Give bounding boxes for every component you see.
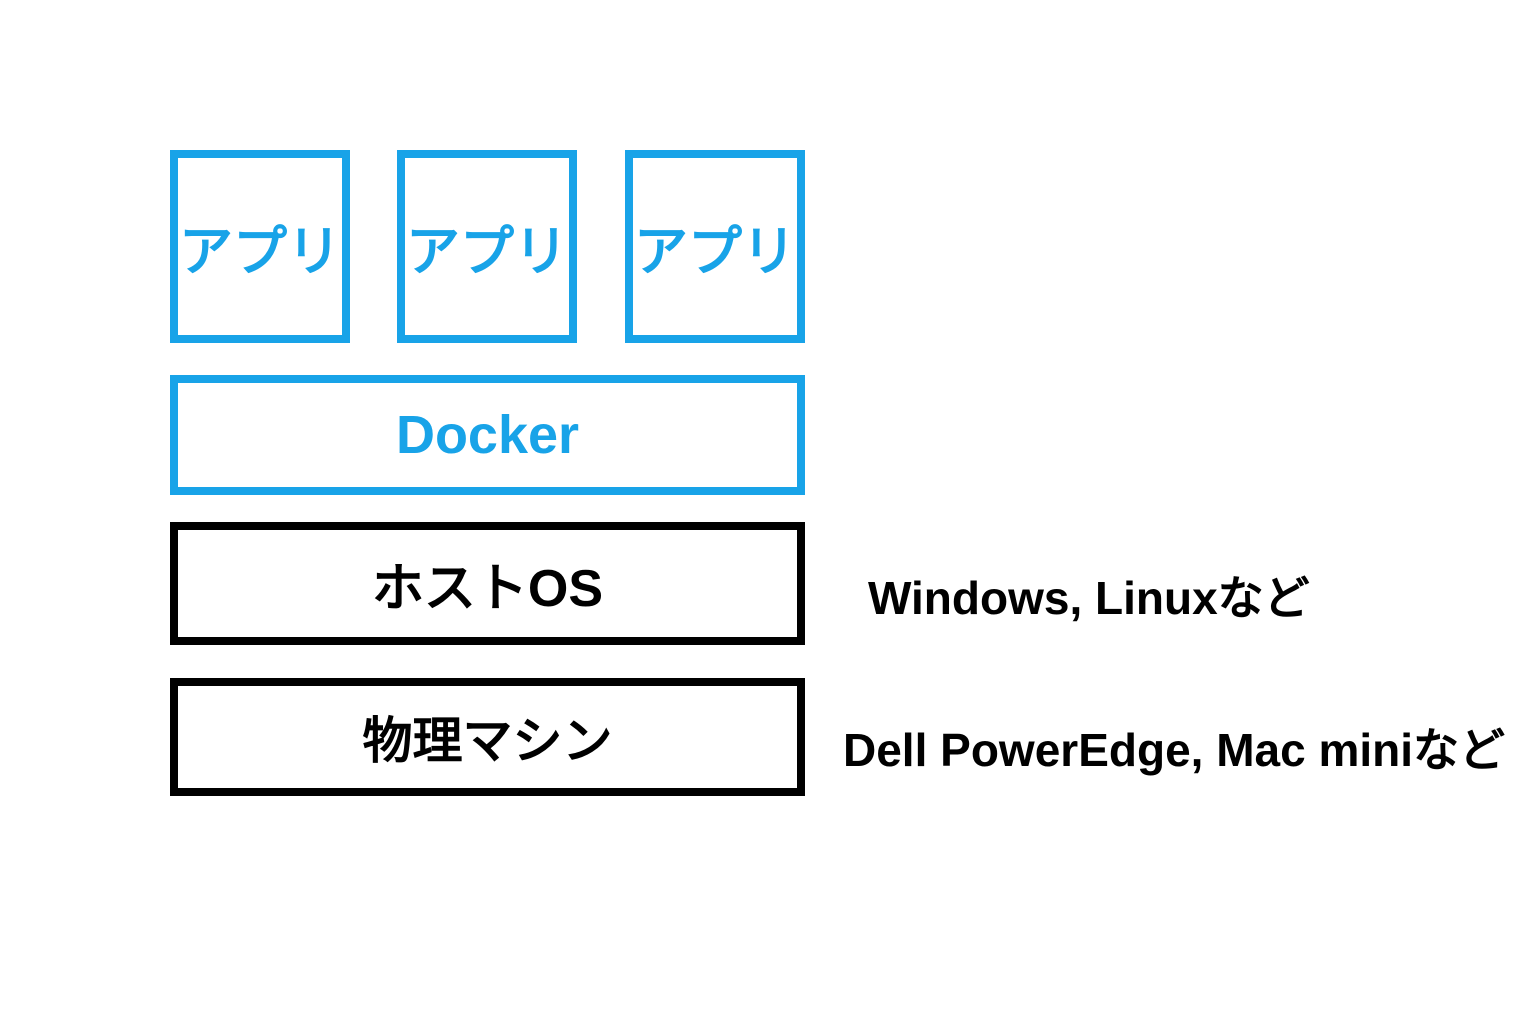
physical-machine-layer-label: 物理マシン	[362, 713, 613, 769]
physical-machine-layer-box: 物理マシン	[170, 678, 805, 796]
app-box-3: アプリ	[625, 150, 805, 343]
app-box-3-label: アプリ	[634, 222, 796, 282]
host-os-layer-box: ホストOS	[170, 522, 805, 645]
docker-layer-label: Docker	[395, 405, 580, 465]
docker-layer-box: Docker	[170, 375, 805, 495]
host-os-annotation: Windows, Linuxなど	[868, 572, 1310, 624]
app-box-1-label: アプリ	[179, 222, 341, 282]
physical-machine-annotation: Dell PowerEdge, Mac miniなど	[843, 724, 1506, 776]
app-box-2-label: アプリ	[406, 222, 568, 282]
host-os-layer-label: ホストOS	[371, 560, 604, 618]
app-box-1: アプリ	[170, 150, 350, 343]
app-box-2: アプリ	[397, 150, 577, 343]
